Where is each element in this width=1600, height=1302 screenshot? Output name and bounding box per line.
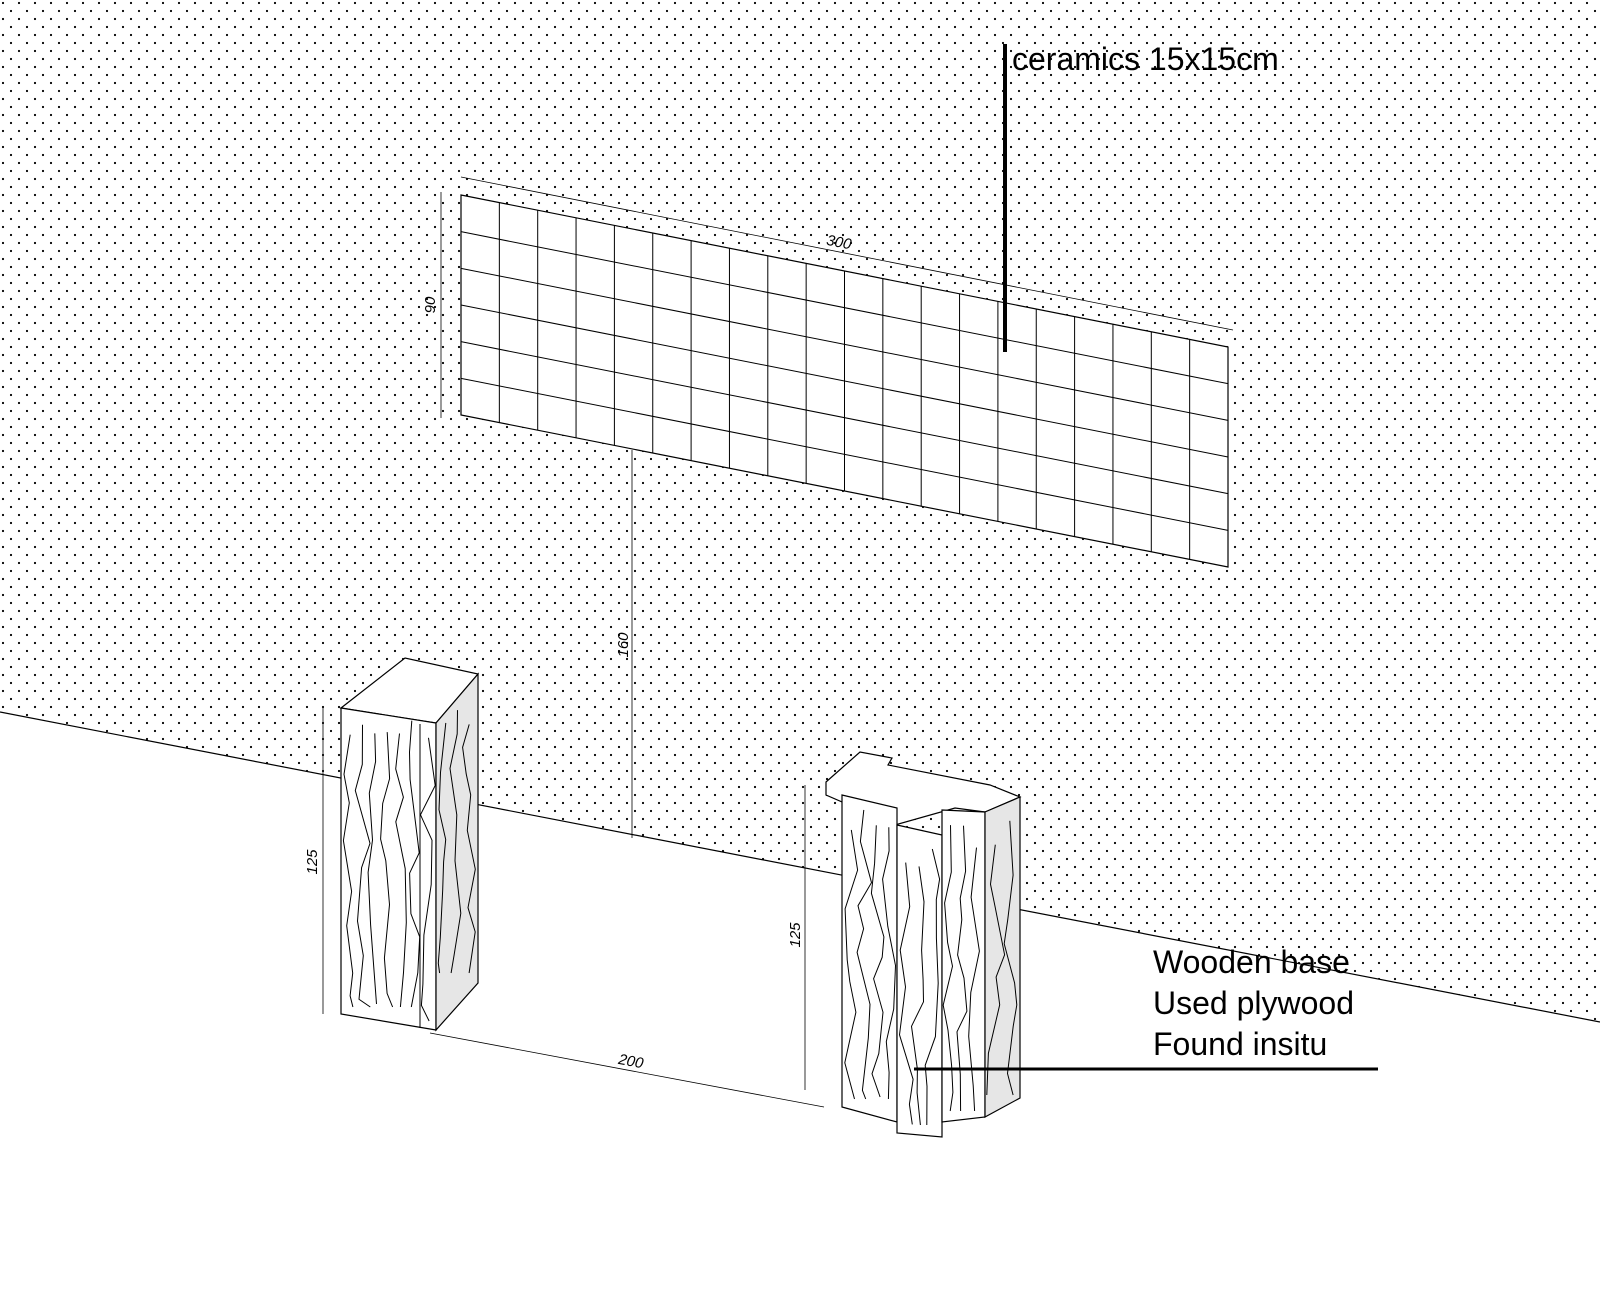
wooden-base-callout: Wooden base Used plywood Found insitu xyxy=(914,944,1378,1071)
wood-grain-stroke xyxy=(437,722,447,974)
left-base-side xyxy=(435,672,479,1032)
tile-grid-row-line xyxy=(460,304,1229,458)
wood-grain-stroke xyxy=(870,825,885,1098)
wooden-base-label-line-2: Used plywood xyxy=(1153,985,1354,1021)
wood-grain-stroke xyxy=(910,866,925,1126)
ceramics-callout: ceramics 15x15cm xyxy=(1003,41,1279,352)
wood-grain-stroke xyxy=(395,733,407,1008)
wood-grain-stroke xyxy=(380,732,394,1008)
wood-grain-stroke xyxy=(449,710,462,974)
wood-grain-stroke xyxy=(1003,820,1018,1096)
right-base-front-c xyxy=(941,809,986,1123)
right-base-side xyxy=(984,796,1021,1119)
wall-surface xyxy=(0,0,1600,1022)
wood-grain-stroke xyxy=(844,829,859,1100)
tile-grid-row-line xyxy=(460,231,1229,385)
panel-elevation-label: 160 xyxy=(615,632,632,658)
left-wooden-base xyxy=(339,657,480,1032)
left-base-height-label: 125 xyxy=(304,849,321,875)
wooden-base-label-line-1: Wooden base xyxy=(1153,944,1350,980)
right-wooden-base xyxy=(825,751,1022,1138)
wood-grain-stroke xyxy=(342,734,354,1008)
wood-grain-stroke xyxy=(924,848,941,1126)
left-base-wood-grain xyxy=(342,710,476,1022)
tile-grid-row-line xyxy=(460,341,1229,495)
panel-width-dimension: 300 xyxy=(460,176,1234,331)
tile-grid-row-line xyxy=(460,267,1229,421)
wood-grain-stroke xyxy=(856,809,873,1100)
wood-grain-stroke xyxy=(956,825,968,1112)
ceramics-label: ceramics 15x15cm xyxy=(1012,41,1279,77)
wood-grain-stroke xyxy=(882,827,897,1100)
right-base-height-label: 125 xyxy=(787,922,804,948)
panel-height-dimension: 90 xyxy=(422,192,442,418)
ceramic-tile-panel xyxy=(460,194,1229,568)
panel-height-label: 90 xyxy=(422,296,439,313)
panel-elevation-dimension: 160 xyxy=(615,450,633,838)
wood-grain-stroke xyxy=(354,724,371,1008)
right-base-wood-grain xyxy=(844,809,1018,1126)
right-base-height-dimension: 125 xyxy=(787,785,806,1090)
tile-grid-row-line xyxy=(460,377,1229,531)
wood-grain-stroke xyxy=(898,862,914,1125)
wood-grain-stroke xyxy=(942,825,954,1112)
wood-grain-stroke xyxy=(419,737,436,1022)
base-spacing-label: 200 xyxy=(616,1051,645,1073)
wood-grain-stroke xyxy=(408,720,421,1008)
floor-line xyxy=(0,711,1600,1023)
tile-grid xyxy=(460,202,1229,560)
panel-width-label: 300 xyxy=(825,232,853,254)
base-spacing-dimension: 200 xyxy=(429,1032,825,1108)
wood-grain-stroke xyxy=(462,724,476,974)
wooden-base-label-line-3: Found insitu xyxy=(1153,1026,1327,1062)
wood-grain-stroke xyxy=(968,847,980,1112)
left-base-height-dimension: 125 xyxy=(304,708,324,1014)
right-base-front-b xyxy=(896,824,943,1138)
wood-grain-stroke xyxy=(986,844,1006,1096)
wood-grain-stroke xyxy=(367,733,377,1005)
